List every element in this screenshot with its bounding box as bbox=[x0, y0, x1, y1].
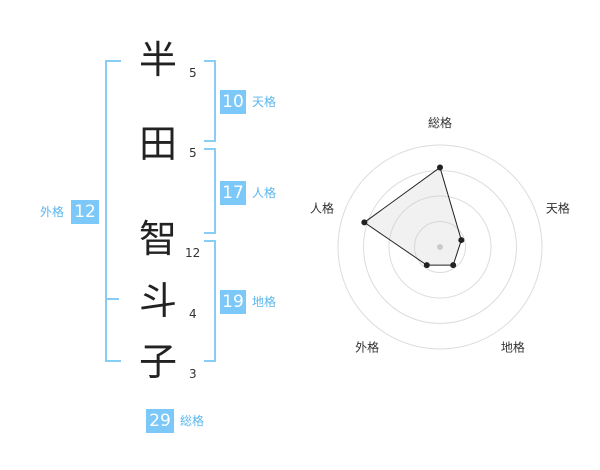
soukaku-value-badge: 29 bbox=[146, 409, 174, 433]
name-char-1: 半 bbox=[138, 38, 177, 82]
radar-ring-4 bbox=[337, 144, 543, 350]
jinkaku-bracket bbox=[204, 148, 216, 234]
radar-axis-label-1: 総格 bbox=[428, 115, 452, 130]
stroke-count-2: 5 bbox=[189, 146, 197, 160]
radar-axis-label-5: 人格 bbox=[310, 201, 334, 216]
gaikaku-label: 外格 bbox=[40, 205, 65, 219]
chikaku-value-badge: 19 bbox=[220, 290, 246, 314]
name-char-4: 斗 bbox=[138, 279, 177, 323]
radar-axis-label-3: 地格 bbox=[501, 339, 525, 354]
radar-point-2 bbox=[458, 237, 465, 244]
stroke-count-3: 12 bbox=[185, 246, 201, 260]
tenkaku-bracket bbox=[204, 60, 216, 142]
jinkaku-value-badge: 17 bbox=[220, 181, 246, 205]
name-char-2: 田 bbox=[138, 122, 177, 166]
jinkaku-label: 人格 bbox=[252, 186, 277, 200]
radar-ring-2 bbox=[388, 195, 492, 299]
name-char-5: 子 bbox=[138, 340, 177, 384]
radar-point-4 bbox=[423, 262, 430, 269]
name-char-3: 智 bbox=[138, 217, 177, 261]
tenkaku-value-badge: 10 bbox=[220, 90, 246, 114]
radar-point-5 bbox=[361, 219, 368, 226]
chikaku-bracket bbox=[204, 240, 216, 362]
radar-axis-label-2: 天格 bbox=[546, 201, 570, 216]
chikaku-label: 地格 bbox=[252, 295, 277, 309]
radar-ring-3 bbox=[363, 170, 517, 324]
radar-axis-label-4: 外格 bbox=[355, 339, 379, 354]
gaikaku-value-badge: 12 bbox=[71, 200, 99, 224]
stroke-count-5: 3 bbox=[189, 367, 197, 381]
stroke-count-4: 4 bbox=[189, 307, 197, 321]
stroke-count-1: 5 bbox=[189, 66, 197, 80]
gaikaku-bracket bbox=[105, 60, 121, 362]
soukaku-label: 総格 bbox=[180, 414, 205, 428]
tenkaku-label: 天格 bbox=[252, 95, 277, 109]
radar-ring-1 bbox=[414, 221, 466, 273]
radar-center bbox=[437, 244, 443, 250]
radar-series-polygon bbox=[363, 166, 462, 266]
gaikaku-bracket-tick bbox=[105, 298, 119, 300]
radar-point-3 bbox=[450, 262, 457, 269]
radar-point-1 bbox=[437, 164, 443, 171]
